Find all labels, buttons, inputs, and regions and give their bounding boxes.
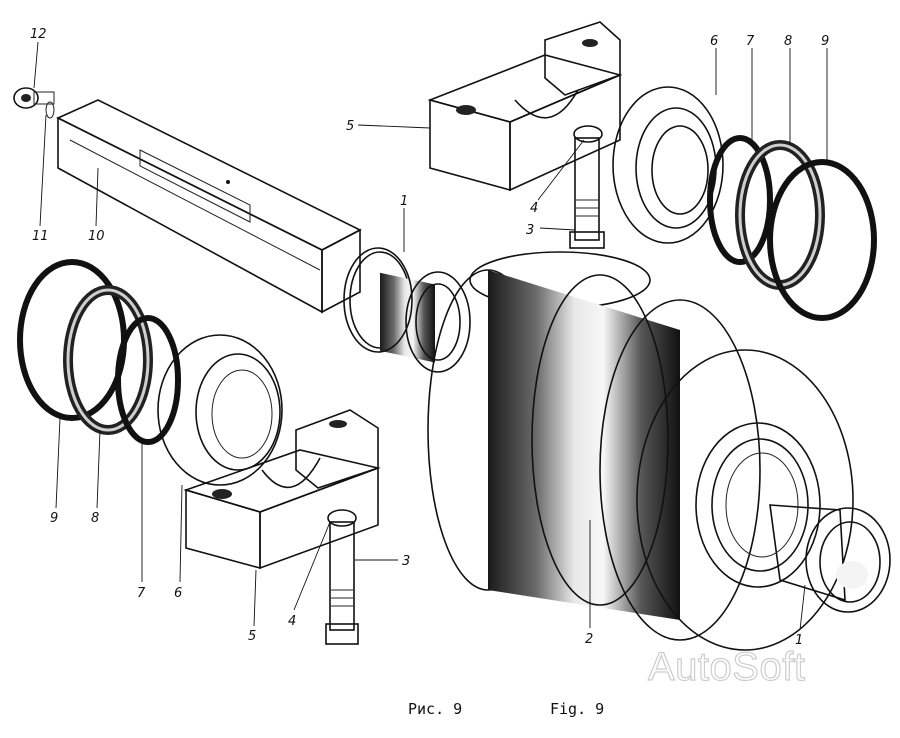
bearing-block-part-5-bottom bbox=[183, 409, 381, 570]
bushing-part-1-upper bbox=[343, 247, 471, 373]
callout-9-top: 9 bbox=[821, 34, 829, 49]
bolt-part-3-bottom bbox=[325, 509, 359, 645]
ring-part-9-top bbox=[767, 159, 877, 321]
roller-body-part-2 bbox=[427, 251, 854, 651]
bolt-part-3-top bbox=[569, 125, 605, 249]
callout-7-left: 7 bbox=[137, 586, 146, 601]
ring-part-7-left bbox=[115, 315, 181, 445]
callout-11: 11 bbox=[32, 229, 49, 244]
leader-lines bbox=[33, 41, 828, 631]
seal-housing-part-6-left bbox=[157, 334, 283, 486]
callout-10: 10 bbox=[88, 229, 105, 244]
callout-12: 12 bbox=[30, 27, 47, 42]
figure-caption-en: Fig. 9 bbox=[550, 700, 605, 718]
callout-6-left: 6 bbox=[174, 586, 182, 601]
callout-7-top: 7 bbox=[746, 34, 755, 49]
washer-part-11 bbox=[45, 101, 55, 119]
callout-8-top: 8 bbox=[784, 34, 792, 49]
callout-2: 2 bbox=[585, 632, 593, 647]
callout-labels: 12 11 10 1 5 4 3 6 7 8 9 9 8 7 6 5 4 3 2… bbox=[30, 27, 829, 648]
nut-part-12 bbox=[13, 87, 55, 109]
callout-6-top: 6 bbox=[710, 34, 718, 49]
callout-3-bottom: 3 bbox=[402, 554, 410, 569]
bushing-part-1-lower bbox=[769, 504, 891, 613]
ring-part-7-top bbox=[707, 135, 773, 265]
bearing-block-part-5-top bbox=[427, 21, 623, 192]
figure-caption-ru: Рис. 9 bbox=[408, 700, 463, 718]
callout-8-left: 8 bbox=[91, 511, 99, 526]
callout-3-top: 3 bbox=[526, 223, 534, 238]
watermark-logo: AutoSoft bbox=[647, 644, 806, 689]
callout-4-bottom: 4 bbox=[288, 614, 296, 629]
seal-housing-part-6-top bbox=[612, 86, 724, 244]
callout-1-top: 1 bbox=[400, 194, 408, 209]
shaft-part-10 bbox=[56, 99, 362, 314]
callout-5-top: 5 bbox=[346, 119, 354, 134]
callout-1-bottom: 1 bbox=[795, 633, 803, 648]
callout-5-bottom: 5 bbox=[248, 629, 256, 644]
callout-9-left: 9 bbox=[50, 511, 58, 526]
callout-4-top: 4 bbox=[530, 201, 538, 216]
ring-part-8-left bbox=[63, 285, 153, 435]
